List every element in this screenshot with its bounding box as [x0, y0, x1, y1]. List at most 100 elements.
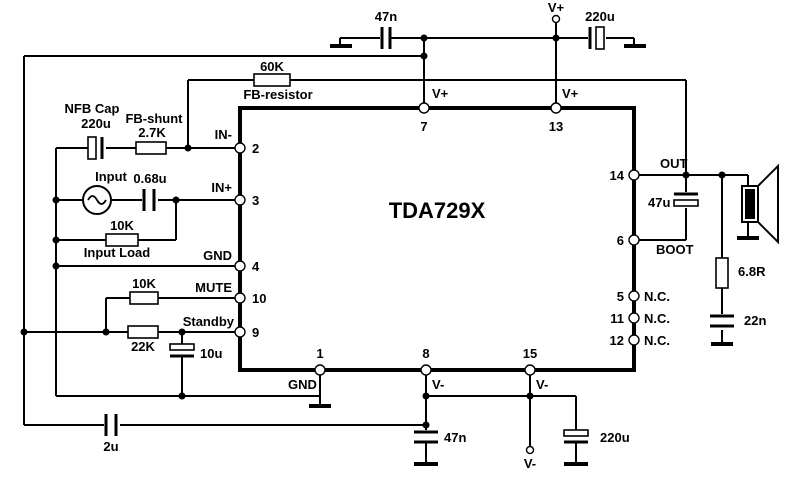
pin-13	[550, 102, 562, 114]
pin-number: 2	[252, 141, 259, 156]
capacitor-0-68u	[142, 189, 156, 211]
junction	[682, 171, 690, 179]
mute-standby-network	[23, 56, 320, 425]
label-fb-shunt: FB-shunt	[125, 111, 183, 126]
pin-number: 8	[422, 346, 429, 361]
bottom-supply-rail	[24, 370, 577, 464]
label-c-22n: 22n	[744, 313, 766, 328]
label-c-2u: 2u	[103, 439, 118, 454]
pin-number: 11	[610, 311, 624, 326]
pin-number: 9	[252, 325, 259, 340]
capacitor-boot-47u	[673, 192, 699, 207]
pin-7	[418, 102, 430, 114]
label-c-47n-bottom: 47n	[444, 430, 466, 445]
pin-4	[234, 260, 246, 272]
input-network	[56, 199, 240, 267]
pin-8	[420, 364, 432, 376]
label-c-10u: 10u	[200, 346, 222, 361]
label-input-load: Input Load	[84, 245, 150, 260]
pin-label-gnd1: GND	[288, 377, 317, 392]
pin-9	[234, 326, 246, 338]
resistor-standby-22k	[127, 325, 159, 339]
capacitor-zobel-22n	[710, 314, 734, 346]
pin-number: 3	[252, 193, 259, 208]
pin-number: 7	[420, 119, 427, 134]
resistor-input-load	[105, 233, 139, 247]
pin-number: 13	[549, 119, 563, 134]
pin-label-nc: N.C.	[644, 311, 670, 326]
pin-number: 6	[617, 233, 624, 248]
pin-3	[234, 194, 246, 206]
label-input: Input	[95, 169, 127, 184]
label-r-10k-input: 10K	[110, 218, 134, 233]
junction	[526, 392, 534, 400]
pin-12	[628, 334, 640, 346]
pin-11	[628, 312, 640, 324]
pin-number: 12	[610, 333, 624, 348]
junction	[52, 196, 60, 204]
label-c-220u-top: 220u	[585, 9, 615, 24]
pin-label-vplus: V+	[432, 86, 449, 101]
capacitor-47n-bottom	[414, 430, 438, 466]
label-r-60k: 60K	[260, 59, 284, 74]
ic-pins	[234, 102, 640, 376]
speaker-icon	[737, 163, 779, 245]
capacitor-220u-bottom	[563, 429, 589, 466]
resistor-60k	[253, 73, 291, 87]
capacitor-220u-top	[588, 26, 646, 50]
label-nfb-cap-value: 220u	[81, 116, 111, 131]
pin-label-out: OUT	[660, 156, 688, 171]
vplus-terminal	[551, 14, 561, 24]
pin-number: 10	[252, 291, 266, 306]
feedback-network	[55, 79, 687, 396]
pin-label-mute: MUTE	[195, 280, 232, 295]
pin-label-gnd: GND	[203, 248, 232, 263]
capacitor-2u	[104, 414, 118, 436]
pin-number: 14	[610, 168, 625, 183]
label-fb-resistor: FB-resistor	[243, 87, 312, 102]
junction	[178, 328, 186, 336]
pin-label-nc: N.C.	[644, 289, 670, 304]
pin-label-in-minus: IN-	[215, 127, 232, 142]
pin-label-vminus: V-	[536, 377, 548, 392]
pin-6	[628, 234, 640, 246]
capacitor-nfb	[87, 136, 104, 160]
label-r-2-7k: 2.7K	[138, 125, 166, 140]
label-c-boot-47u: 47u	[648, 195, 670, 210]
pin-label-nc: N.C.	[644, 333, 670, 348]
junction	[422, 392, 430, 400]
top-supply-rail	[24, 18, 635, 108]
junction	[20, 328, 28, 336]
label-r-6-8r: 6.8R	[738, 264, 766, 279]
junction	[52, 236, 60, 244]
junction	[184, 144, 192, 152]
capacitor-47n-top	[330, 27, 392, 49]
vminus-terminal	[525, 445, 535, 455]
label-r-mute-10k: 10K	[132, 276, 156, 291]
pin-14	[628, 169, 640, 181]
label-c-220u-bottom: 220u	[600, 430, 630, 445]
junction	[52, 262, 60, 270]
label-c-47n-top: 47n	[375, 9, 397, 24]
pin-label-vminus: V-	[432, 377, 444, 392]
pin-number: 15	[523, 346, 537, 361]
junction	[172, 196, 180, 204]
junction	[422, 421, 430, 429]
junction	[420, 52, 428, 60]
pin-number: 4	[252, 259, 260, 274]
pin-label-boot: BOOT	[656, 242, 694, 257]
junction	[102, 328, 110, 336]
pin-2	[234, 142, 246, 154]
pin-10	[234, 292, 246, 304]
ic-body	[238, 106, 636, 372]
label-c-0-68u: 0.68u	[133, 171, 166, 186]
input-source	[82, 185, 112, 215]
junction	[178, 392, 186, 400]
junction	[420, 34, 428, 42]
ic-name: TDA729X	[389, 198, 486, 223]
pin-number: 1	[316, 346, 323, 361]
label-nfb-cap: NFB Cap	[65, 101, 120, 116]
pin-number: 5	[617, 289, 624, 304]
pin-label-standby: Standby	[183, 314, 235, 329]
